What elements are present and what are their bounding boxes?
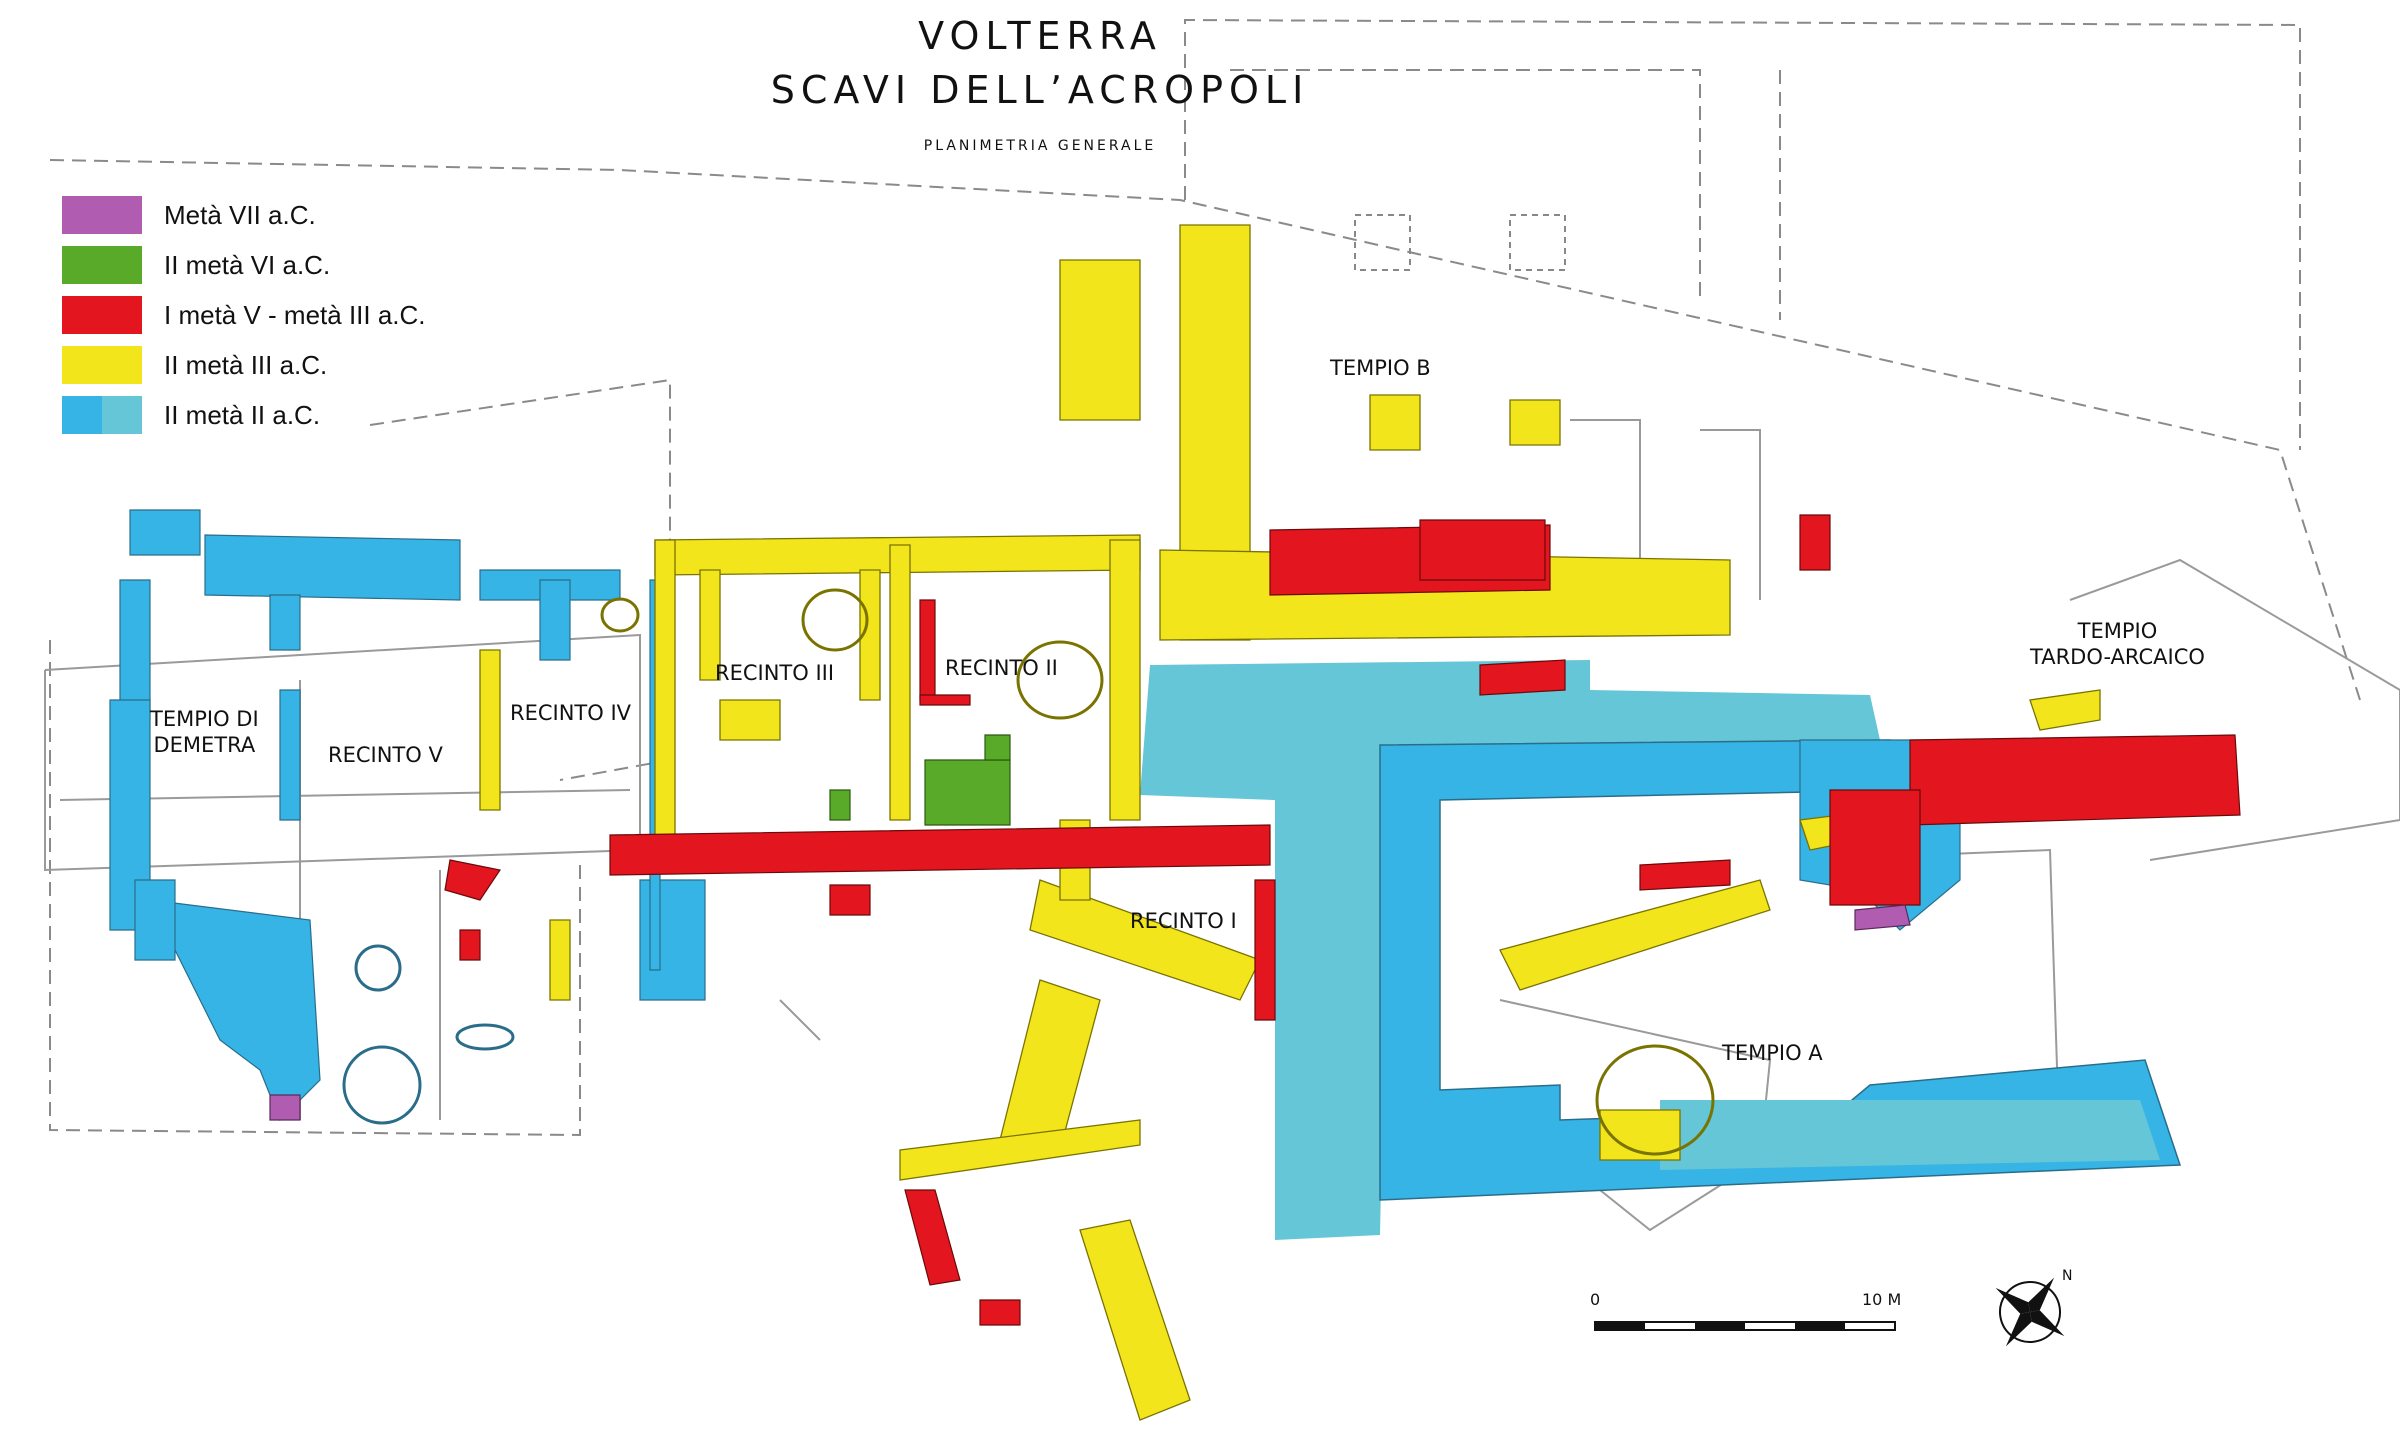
legend-item: Metà VII a.C. [62, 190, 426, 240]
label-tempio-demetra-line2: DEMETRA [153, 733, 256, 757]
blue-western-structures [109, 509, 706, 1122]
scale-bar [1594, 1321, 1896, 1331]
label-recinto-ii: RECINTO II [945, 656, 1058, 680]
legend-item: II metà III a.C. [62, 340, 426, 390]
map-subtitle: PLANIMETRIA GENERALE [923, 138, 1157, 154]
map-title: VOLTERRA [918, 14, 1162, 58]
legend-swatch [62, 346, 142, 384]
label-tempio-di-demetra: TEMPIO DI DEMETRA [150, 706, 259, 758]
legend-label: II metà II a.C. [164, 399, 321, 430]
legend-label: I metà V - metà III a.C. [164, 299, 426, 330]
compass-rose-icon [1995, 1277, 2065, 1347]
compass-north-label: N [2062, 1268, 2073, 1284]
label-tempio-a: TEMPIO A [1722, 1041, 1823, 1065]
label-recinto-i: RECINTO I [1130, 909, 1237, 933]
label-recinto-iii: RECINTO III [715, 661, 835, 685]
label-tempio-b: TEMPIO B [1330, 356, 1431, 380]
circular-features [342, 588, 1715, 1156]
scale-end-label: 10 M [1862, 1290, 1902, 1309]
label-tempio-demetra-line1: TEMPIO DI [150, 707, 259, 731]
legend-item: II metà II a.C. [62, 390, 426, 440]
label-recinto-iv: RECINTO IV [510, 701, 632, 725]
legend: Metà VII a.C. II metà VI a.C. I metà V -… [62, 190, 426, 440]
legend-swatch [62, 246, 142, 284]
legend-item: II metà VI a.C. [62, 240, 426, 290]
label-recinto-v: RECINTO V [328, 743, 443, 767]
scale-start-label: 0 [1590, 1290, 1601, 1309]
legend-swatch [62, 396, 142, 434]
legend-item: I metà V - metà III a.C. [62, 290, 426, 340]
legend-label: Metà VII a.C. [164, 199, 316, 230]
label-tempio-tardo-arcaico: TEMPIO TARDO-ARCAICO [2030, 618, 2205, 670]
legend-label: II metà VI a.C. [164, 249, 331, 280]
magenta-structures [269, 904, 1911, 1121]
dashed-window-marks [1354, 214, 1566, 271]
legend-label: II metà III a.C. [164, 349, 328, 380]
label-tempio-tardo-line1: TEMPIO [2077, 619, 2158, 643]
legend-swatch [62, 296, 142, 334]
map-title-line2: SCAVI DELL’ACROPOLI [770, 68, 1310, 112]
green-structures [829, 734, 1011, 826]
label-tempio-tardo-line2: TARDO-ARCAICO [2030, 645, 2205, 669]
legend-swatch [62, 196, 142, 234]
yellow-wall-network [479, 224, 2101, 1421]
red-wall-network [444, 514, 2241, 1326]
